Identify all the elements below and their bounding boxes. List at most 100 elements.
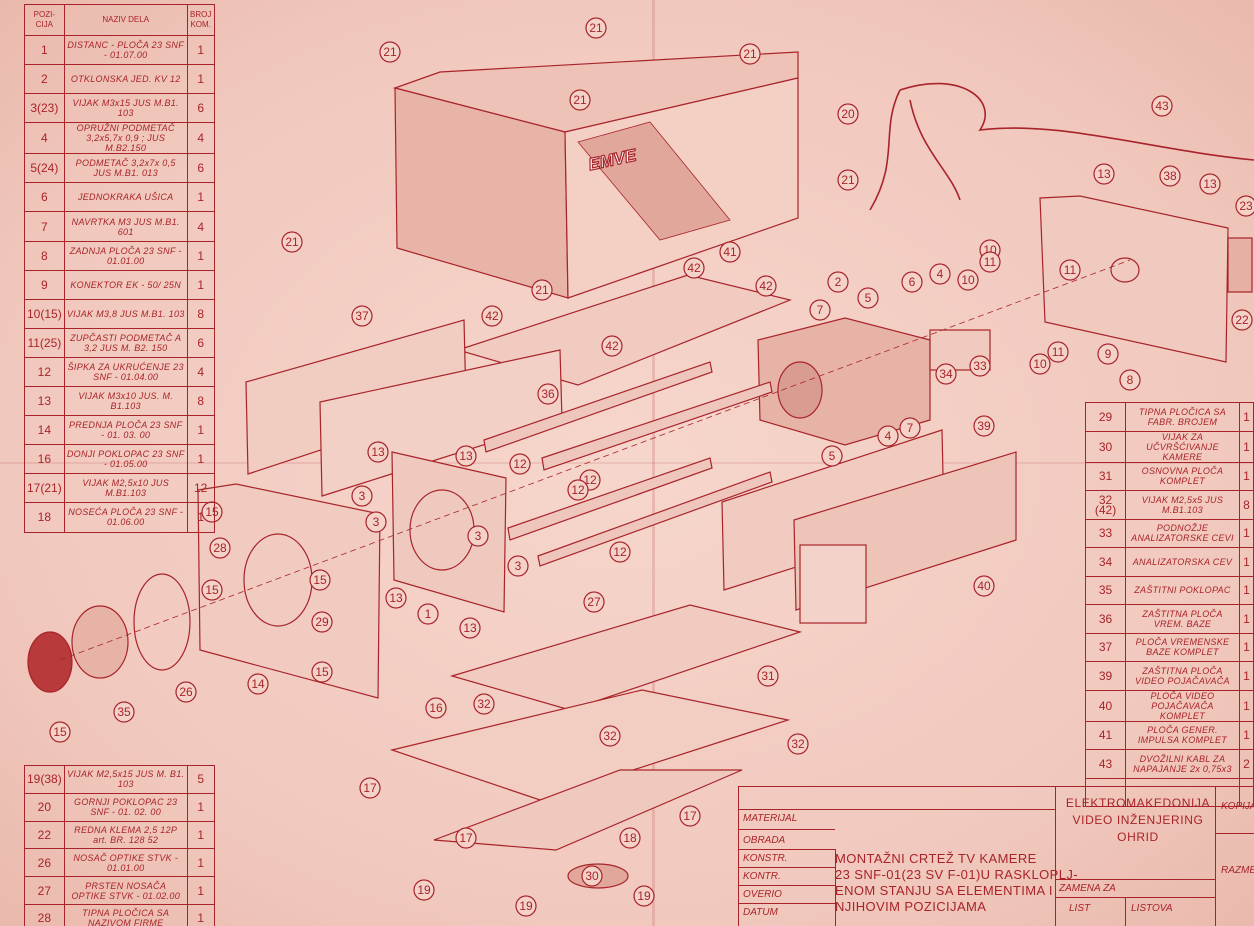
callout-number: 12	[513, 457, 527, 471]
part-quantity	[1238, 777, 1254, 807]
header-name: NAZIV DELA	[63, 4, 188, 36]
callout-number: 5	[865, 291, 872, 305]
callout-number: 4	[937, 267, 944, 281]
callout-bubble	[601, 335, 623, 357]
part-name: ZAŠTITNA PLOČA VREM. BAZE	[1125, 604, 1240, 634]
callout-bubble	[1199, 173, 1221, 195]
drawing-title-line: 23 SNF-01(23 SV F-01)U RASKLOPLJ-	[835, 867, 1078, 882]
callout-bubble	[583, 591, 605, 613]
part-position: 41	[1084, 720, 1127, 750]
callout-bubble	[351, 485, 373, 507]
callout-number: 39	[977, 419, 991, 433]
part-quantity: 6	[186, 93, 215, 124]
video-board-shield-box	[799, 544, 867, 624]
callout-bubble	[755, 275, 777, 297]
callout-number: 18	[623, 831, 637, 845]
callout-number: 11	[984, 255, 997, 269]
callout-number: 31	[761, 669, 775, 683]
callout-bubble	[1235, 195, 1254, 217]
callout-number: 29	[315, 615, 329, 629]
label-materijal: MATERIJAL	[743, 813, 798, 824]
callout-bubble	[979, 251, 1001, 273]
part-position	[1084, 777, 1127, 807]
callout-number: 7	[817, 303, 824, 317]
part-name: DVOŽILNI KABL ZA NAPAJANJE 2x 0,75x3	[1125, 749, 1240, 779]
part-quantity: 1	[1238, 461, 1254, 491]
label-obrada: OBRADA	[743, 835, 786, 846]
company-line: OHRID	[1117, 830, 1159, 844]
part-quantity: 8	[1238, 490, 1254, 520]
part-name: VIJAK ZA UČVRŠĆIVANJE KAMERE	[1125, 430, 1240, 463]
callout-number: 15	[315, 665, 329, 679]
callout-number: 20	[841, 107, 855, 121]
part-position: 33	[1084, 518, 1127, 548]
callout-bubble	[209, 537, 231, 559]
callout-bubble	[385, 587, 407, 609]
callout-bubble	[683, 257, 705, 279]
callout-number: 19	[519, 899, 533, 913]
part-position: 9	[24, 269, 65, 300]
callout-number: 40	[977, 579, 991, 593]
label-kopija: KOPIJA	[1221, 801, 1254, 812]
callout-bubble	[719, 241, 741, 263]
callout-number: 16	[429, 701, 443, 715]
part-name: VIJAK M2,5x15 JUS M. B1. 103	[63, 765, 188, 794]
part-position: 37	[1084, 632, 1127, 662]
callout-bubble	[619, 827, 641, 849]
callout-bubble	[113, 701, 135, 723]
callout-bubble	[417, 603, 439, 625]
callout-number: 17	[683, 809, 697, 823]
callout-bubble	[1059, 259, 1081, 281]
assembly-axis	[59, 259, 1131, 661]
part-quantity: 1	[1238, 632, 1254, 662]
part-position: 11(25)	[24, 327, 65, 358]
terminal-block	[1227, 237, 1253, 293]
power-cable	[899, 82, 1254, 161]
part-quantity: 1	[186, 64, 215, 95]
callout-bubble	[413, 879, 435, 901]
part-name: TIPNA PLOČICA SA FABR. BROJEM	[1125, 402, 1240, 432]
part-quantity: 1	[1238, 720, 1254, 750]
label-zamena-za: ZAMENA ZA	[1059, 883, 1116, 894]
callout-number: 14	[251, 677, 265, 691]
callout-number: 12	[571, 483, 585, 497]
part-position: 26	[24, 848, 65, 878]
callout-bubble	[425, 697, 447, 719]
part-name: VIJAK M3x10 JUS. M. B1.103	[63, 386, 188, 417]
callout-number: 10	[1033, 357, 1047, 371]
part-quantity: 1	[1238, 402, 1254, 432]
callout-number: 6	[909, 275, 916, 289]
part-quantity: 8	[186, 386, 215, 417]
callout-number: 35	[117, 705, 131, 719]
part-position: 8	[24, 240, 65, 271]
callout-number: 10	[961, 273, 975, 287]
label-kontr: KONTR.	[743, 871, 781, 882]
part-quantity: 6	[186, 153, 215, 184]
callout-number: 15	[53, 725, 67, 739]
callout-bubble	[809, 299, 831, 321]
callout-bubble	[957, 269, 979, 291]
callout-number: 32	[603, 729, 617, 743]
header-qty: BROJ KOM.	[186, 4, 215, 36]
base-board	[449, 604, 803, 711]
callout-bubble	[1047, 341, 1069, 363]
optics-ring	[133, 573, 191, 671]
part-name: ZAŠTITNA PLOČA VIDEO POJAČAVAČA	[1125, 661, 1240, 691]
callout-bubble	[311, 661, 333, 683]
callout-bubble	[787, 733, 809, 755]
callout-number: 13	[371, 445, 385, 459]
callout-number: 21	[743, 47, 757, 61]
part-name: VIJAK M3x15 JUS M.B1. 103	[63, 93, 188, 124]
callout-number: 42	[485, 309, 499, 323]
part-name: VIJAK M2,5x5 JUS M.B1.103	[1125, 490, 1240, 520]
